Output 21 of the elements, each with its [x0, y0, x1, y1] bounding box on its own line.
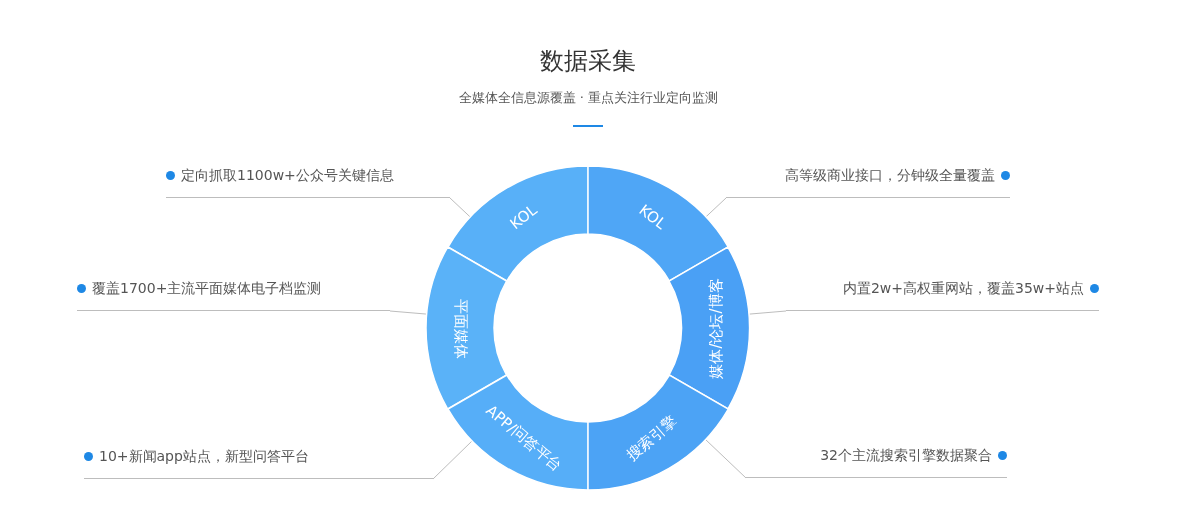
callout-text: 高等级商业接口，分钟级全量覆盖	[785, 166, 995, 185]
subtitle: 全媒体全信息源覆盖 · 重点关注行业定向监测	[458, 89, 718, 107]
callout-text: 10+新闻app站点，新型问答平台	[99, 447, 309, 466]
leader-line	[748, 310, 787, 315]
leader-line	[705, 439, 747, 479]
leader-line	[432, 440, 473, 480]
ring-segment	[447, 166, 588, 281]
title: 数据采集	[540, 46, 636, 77]
callout-text: 32个主流搜索引擎数据聚合	[820, 446, 992, 465]
callout-text: 内置2w+高权重网站，覆盖35w+站点	[842, 279, 1084, 298]
segment-label: 媒体/论坛/博客	[706, 277, 726, 379]
leader-line	[705, 197, 727, 218]
segment-label: 平面媒体	[450, 298, 470, 358]
ring-segment	[669, 247, 750, 409]
ring-segment	[447, 375, 588, 490]
callout-text: 覆盖1700+主流平面媒体电子档监测	[92, 279, 322, 298]
ring-segment	[588, 166, 729, 281]
segment-label: KOL	[507, 201, 542, 234]
leader-line	[449, 197, 471, 218]
segment-label: 搜索引擎	[622, 412, 682, 466]
callout-text: 定向抓取1100w+公众号关键信息	[181, 166, 394, 185]
